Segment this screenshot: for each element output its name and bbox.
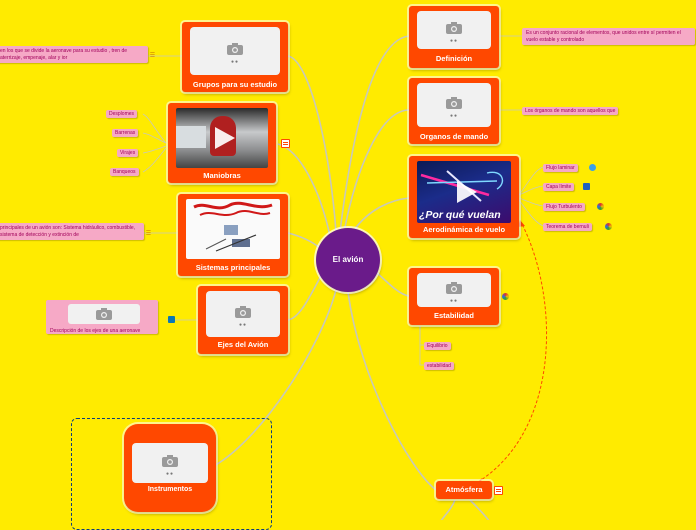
link-atmosfera-down2	[469, 499, 490, 520]
topic-organos-de-mando[interactable]: ●● Organos de mando	[409, 78, 499, 144]
web-icon[interactable]	[597, 203, 604, 210]
note-text: Descripción de los ejes de una aeronave	[50, 328, 141, 334]
topic-grupos[interactable]: ●● Grupos para su estudio	[182, 22, 288, 92]
tag-virajes[interactable]: Virajes	[117, 149, 139, 157]
camera-icon	[227, 43, 243, 55]
topic-ejes[interactable]: ●● Ejes del Avión	[198, 286, 288, 354]
note-sistemas[interactable]: principales de un avión son: Sistema hid…	[0, 223, 144, 240]
image-placeholder: ●●	[417, 11, 491, 49]
tag-teorema-bernuli[interactable]: Teorema de bernuli	[543, 223, 592, 231]
camera-icon	[446, 97, 462, 109]
video-thumbnail[interactable]: ¿Por qué vuelan	[417, 161, 511, 223]
systems-diagram	[193, 201, 273, 252]
note-organos[interactable]: Los órganos de mando son aquellos que	[522, 107, 619, 115]
notes-icon[interactable]	[494, 486, 503, 495]
image-placeholder: ●●	[132, 443, 208, 483]
image-placeholder	[68, 304, 140, 324]
topic-atmosfera[interactable]: Atmósfera	[436, 481, 492, 499]
image-placeholder: ●●	[417, 83, 491, 127]
pager-dots: ●●	[450, 38, 459, 44]
link-atmosfera-down1	[440, 499, 456, 520]
link-atmosfera	[347, 291, 437, 491]
camera-icon	[446, 22, 462, 34]
link-instrumentos	[213, 289, 337, 467]
image-sistemas	[186, 199, 280, 259]
topic-label: Instrumentos	[147, 486, 193, 493]
play-icon[interactable]	[215, 127, 235, 149]
tag-flujo-turbulento[interactable]: Flujo Turbulento	[543, 203, 585, 211]
link-sistemas	[287, 232, 321, 249]
wikipedia-icon[interactable]	[583, 183, 590, 190]
topic-estabilidad[interactable]: ●● Estabilidad	[409, 268, 499, 325]
topic-instrumentos[interactable]: ●● Instrumentos	[124, 424, 216, 512]
list-icon[interactable]: ☰	[149, 53, 156, 59]
topic-label: Definición	[435, 54, 473, 63]
tag-banqueos[interactable]: Banqueos	[110, 168, 139, 176]
topic-label: Aerodinámica de vuelo	[422, 225, 506, 234]
topic-sistemas[interactable]: Sistemas principales	[178, 194, 288, 276]
pager-dots: ●●	[231, 59, 240, 65]
pager-dots: ●●	[450, 113, 459, 119]
relation-atmosfera-aerodinamica	[477, 223, 548, 483]
link-ejes	[287, 273, 323, 321]
tag-capa-limite[interactable]: Capa límite	[543, 183, 575, 191]
image-placeholder: ●●	[190, 27, 280, 75]
pager-dots: ●●	[450, 298, 459, 304]
camera-icon	[162, 455, 178, 467]
camera-icon	[235, 306, 251, 318]
topic-label: Maniobras	[203, 171, 241, 180]
tag-flujo-laminar[interactable]: Flujo laminar	[543, 164, 578, 172]
tag-estabilidad[interactable]: estabilidad	[424, 362, 454, 370]
notes-icon[interactable]	[281, 139, 290, 148]
list-icon[interactable]: ☰	[145, 231, 152, 237]
image-placeholder: ●●	[417, 273, 491, 307]
globe-icon[interactable]	[589, 164, 596, 171]
pager-dots: ●●	[239, 322, 248, 328]
topic-maniobras[interactable]: Maniobras	[168, 103, 276, 183]
topic-label: Sistemas principales	[195, 263, 271, 272]
topic-label: Grupos para su estudio	[192, 80, 278, 89]
topic-label: Organos de mando	[419, 132, 489, 141]
video-thumbnail[interactable]	[176, 108, 268, 168]
web-icon[interactable]	[502, 293, 509, 300]
linkedin-icon[interactable]	[168, 316, 175, 323]
tag-barrenas[interactable]: Barrenas	[112, 129, 139, 137]
web-icon[interactable]	[605, 223, 612, 230]
tag-equilibrio[interactable]: Equilibrio	[424, 342, 451, 350]
video-title: ¿Por qué vuelan	[419, 209, 501, 221]
topic-definicion[interactable]: ●● Definición	[409, 6, 499, 68]
note-ejes[interactable]: Descripción de los ejes de una aeronave	[46, 300, 158, 334]
play-icon[interactable]	[457, 181, 477, 203]
tag-desplomes[interactable]: Desplomes	[106, 110, 138, 118]
topic-label: Estabilidad	[433, 311, 474, 320]
window-illustration	[176, 126, 206, 148]
camera-icon	[96, 308, 112, 320]
camera-icon	[446, 282, 462, 294]
image-placeholder: ●●	[206, 291, 280, 337]
topic-aerodinamica[interactable]: ¿Por qué vuelan Aerodinámica de vuelo	[409, 156, 519, 238]
note-grupos[interactable]: en los que se divide la aeronave para su…	[0, 46, 148, 63]
link-organos	[343, 109, 410, 233]
link-definicion	[339, 35, 410, 233]
central-topic[interactable]: El avión	[316, 228, 380, 292]
topic-label: Ejes del Avión	[217, 340, 269, 349]
link-grupos	[287, 55, 337, 233]
note-definicion[interactable]: Es un conjunto racional de elementos, qu…	[522, 28, 695, 45]
pager-dots: ●●	[166, 471, 175, 477]
